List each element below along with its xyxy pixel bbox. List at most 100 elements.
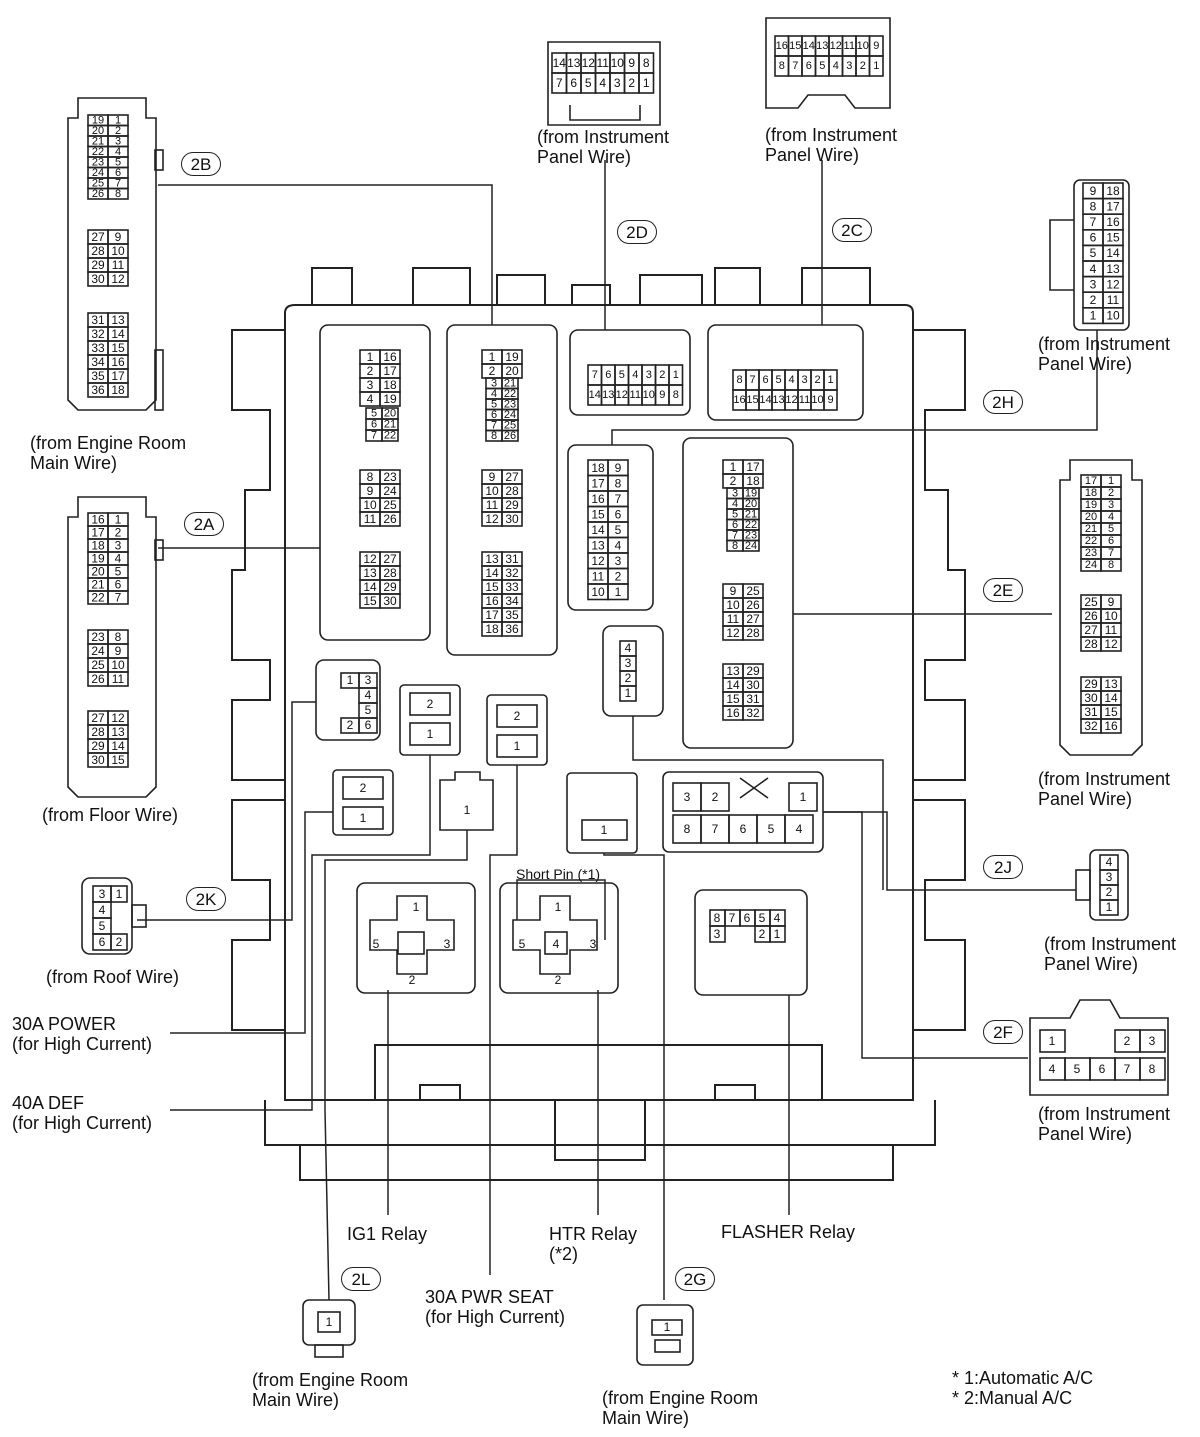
pin-number: 2	[360, 781, 367, 795]
pin-number: 9	[489, 470, 496, 484]
relay-ig1	[356, 882, 476, 994]
pin-number: 4	[115, 552, 122, 566]
socket-2g-cell	[581, 819, 628, 841]
label-30a-power: 30A POWER (for High Current)	[12, 1014, 152, 1054]
pin-number: 8	[732, 540, 738, 552]
pin-number: 6	[99, 935, 106, 949]
pin-number: 7	[712, 822, 719, 836]
pin-number: 6	[762, 374, 768, 386]
socket-2a-cell	[379, 511, 401, 527]
socket-2b-cell	[501, 429, 519, 442]
label-line: 30A PWR SEAT	[425, 1287, 554, 1307]
pin-number: 17	[591, 476, 605, 490]
c2a-ext-cell	[107, 590, 129, 605]
pin-number: 6	[115, 578, 122, 592]
pin-number: 7	[792, 60, 798, 72]
leader-line	[823, 811, 1028, 1059]
pin-number: 2	[347, 718, 354, 732]
pin-number: 1	[664, 1320, 671, 1334]
pin-number: 1	[774, 927, 781, 941]
pin-number: 19	[1085, 499, 1097, 511]
label-line: Main Wire)	[602, 1408, 690, 1428]
label-line: (for High Current)	[425, 1307, 566, 1327]
pin-number: 7	[749, 374, 755, 386]
pin-number: 4	[1106, 855, 1113, 869]
connector-2b-external	[67, 97, 157, 411]
pin-number: 4	[491, 388, 497, 400]
pin-number: 13	[602, 389, 614, 401]
pin-number: 8	[779, 60, 785, 72]
pin-number: 4	[115, 146, 121, 158]
pin-number: 18	[383, 378, 397, 392]
pin-number: 14	[1104, 691, 1118, 705]
c2f-cell	[1139, 1057, 1166, 1081]
c2a-ext-cell	[107, 752, 129, 768]
pin-number: 9	[873, 40, 879, 52]
pin-number: 5	[585, 76, 592, 90]
pin-number: 1	[367, 350, 374, 364]
footnotes: * 1:Automatic A/C * 2:Manual A/C	[952, 1368, 1093, 1408]
pin-number: 12	[485, 512, 499, 526]
connector-2h-external	[1073, 179, 1130, 331]
pin-number: 20	[384, 408, 396, 420]
pin-number: 9	[659, 389, 665, 401]
label-line: Main Wire)	[252, 1390, 340, 1410]
label-engine-room-2g: (from Engine Room Main Wire)	[602, 1388, 758, 1428]
top-tab	[571, 284, 611, 305]
socket-2d-cell	[668, 384, 684, 406]
pin-number: 22	[92, 146, 104, 158]
leader-line	[587, 879, 606, 940]
pin-number: 18	[91, 539, 105, 553]
pin-number: 32	[1084, 719, 1098, 733]
pin-number: 29	[1084, 677, 1098, 691]
pin-number: 18	[1085, 487, 1097, 499]
pin-number: 2	[730, 474, 737, 488]
pin-number: 8	[673, 389, 679, 401]
c2f-cell	[1039, 1029, 1066, 1053]
label-engine-room-main-wire: (from Engine Room Main Wire)	[30, 433, 186, 473]
pin-number: 21	[745, 508, 757, 520]
pin-number: 3	[615, 554, 622, 568]
latch	[154, 539, 164, 561]
c2h-ext-cell	[1102, 306, 1124, 325]
pin-number: 1	[489, 350, 496, 364]
pin-number: 29	[91, 258, 105, 272]
pin-number: 12	[726, 626, 740, 640]
pin-number: 32	[746, 706, 760, 720]
pin-number: 7	[1124, 1062, 1131, 1076]
pin-number: 1	[464, 803, 471, 817]
c2e-ext-cell	[1100, 558, 1122, 572]
pin-number: 24	[92, 167, 104, 179]
pin-number: 14	[111, 739, 125, 753]
connector-2g-external	[636, 1304, 694, 1366]
pin-number: 24	[745, 540, 757, 552]
label-line: Panel Wire)	[1038, 789, 1133, 809]
pin-number: 17	[91, 526, 105, 540]
pin-number: 3	[714, 927, 721, 941]
connector-tag-2b: 2B	[181, 152, 221, 176]
pin-number: 2	[1106, 885, 1113, 899]
pin-number: 15	[1104, 705, 1118, 719]
pin-number: 15	[485, 580, 499, 594]
pin-number: 8	[684, 822, 691, 836]
pin-number: 14	[553, 56, 567, 70]
c2a-ext-cell	[107, 671, 129, 687]
pin-number: 34	[91, 355, 105, 369]
socket-2a-cell	[379, 391, 401, 407]
label-line: (from Instrument	[537, 127, 670, 147]
pin-number: 30	[91, 272, 105, 286]
pin-number: 17	[485, 608, 499, 622]
pin-number: 3	[444, 937, 451, 951]
pin-number: 6	[605, 369, 611, 381]
pin-number: 3	[115, 539, 122, 553]
c2l-cell	[317, 1311, 341, 1333]
pin-number: 1	[347, 673, 354, 687]
pin-number: 14	[726, 678, 740, 692]
pin-number: 9	[730, 584, 737, 598]
label-line: (from Instrument	[1038, 769, 1171, 789]
pin-number: 33	[505, 580, 519, 594]
pin-number: 25	[92, 177, 104, 189]
pin-number: 14	[803, 40, 815, 52]
label-line: Panel Wire)	[1038, 354, 1133, 374]
pin-number: 30	[1084, 691, 1098, 705]
